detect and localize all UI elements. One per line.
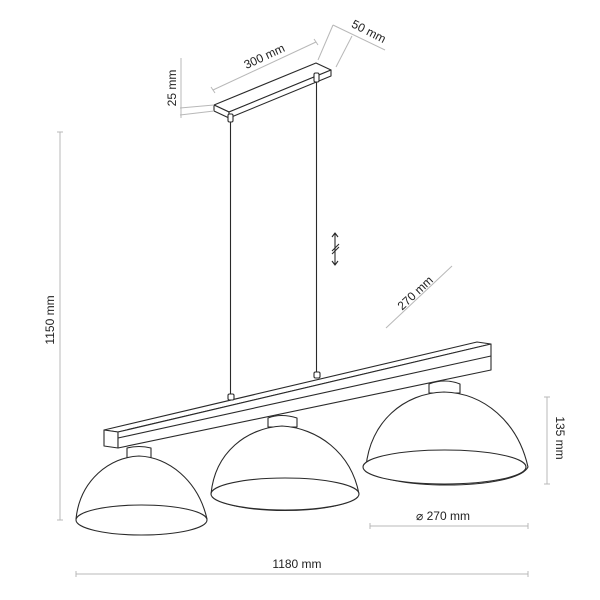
lamp-shade-middle [210,414,360,512]
lamp-bar [103,341,492,449]
suspension-cables [229,82,318,395]
shade-height-label: 135 mm [553,416,567,459]
canopy-width-label: 50 mm [349,17,388,46]
adjustable-length-icon [331,232,340,266]
dimension-lines [57,24,550,577]
total-height-label: 1150 mm [43,295,57,344]
lamp-shade-left [75,445,208,536]
canopy-length-label: 300 mm [242,41,287,72]
shade-diameter-label: ⌀ 270 mm [416,509,470,523]
ceiling-canopy [213,62,332,123]
lamp-shade-right [362,380,529,486]
bar-depth-label: 270 mm [395,273,436,313]
total-length-label: 1180 mm [272,557,321,571]
canopy-height-label: 25 mm [165,70,179,107]
